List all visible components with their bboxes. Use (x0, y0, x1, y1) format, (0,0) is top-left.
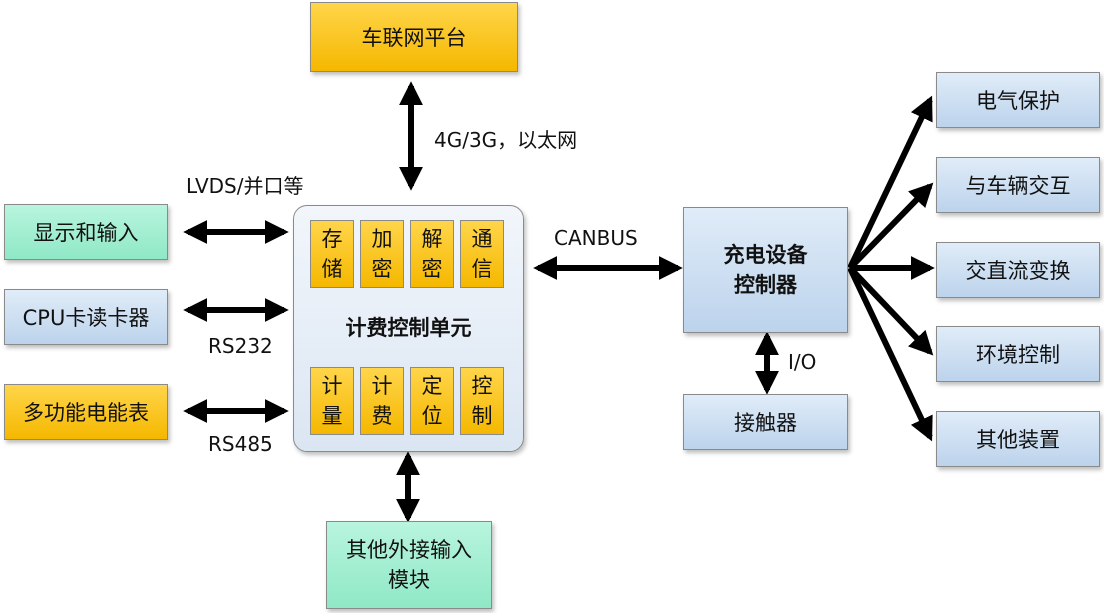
lvds-label: LVDS/并口等 (186, 174, 304, 198)
vehicle-interaction-box: 与车辆交互 (936, 157, 1100, 213)
ac-dc-conversion-label: 交直流变换 (965, 259, 1071, 283)
telematics-platform-box: 车联网平台 (310, 2, 518, 72)
other-input-module-box: 其他外接输入 模块 (326, 521, 492, 609)
contactor-box: 接触器 (683, 394, 848, 450)
arrow-env-ctrl (847, 265, 934, 356)
module-billing: 计费 (360, 367, 404, 435)
module-storage: 存储 (310, 220, 354, 288)
rs485-label: RS485 (208, 432, 273, 456)
telematics-platform-label: 车联网平台 (361, 26, 467, 50)
module-positioning: 定位 (410, 367, 454, 435)
other-devices-label: 其他装置 (976, 428, 1060, 452)
arrow-elec-protect (847, 95, 933, 270)
vehicle-interaction-label: 与车辆交互 (965, 174, 1071, 198)
electrical-protection-box: 电气保护 (936, 72, 1100, 128)
arrow-vehicle-interact (847, 182, 934, 271)
electrical-protection-label: 电气保护 (976, 89, 1060, 113)
module-decrypt: 解密 (410, 220, 454, 288)
cpu-card-reader-box: CPU卡读卡器 (4, 289, 168, 345)
ac-dc-conversion-box: 交直流变换 (936, 242, 1100, 298)
billing-control-unit-box: 存储 加密 解密 通信 计费控制单元 计量 计费 定位 控制 (293, 205, 524, 452)
arrow-other-device (847, 266, 933, 442)
module-communication: 通信 (460, 220, 504, 288)
other-input-module-label-line2: 模块 (388, 568, 430, 592)
charger-controller-label-line1: 充电设备 (723, 243, 808, 267)
module-encrypt: 加密 (360, 220, 404, 288)
contactor-label: 接触器 (734, 411, 797, 435)
charger-controller-label-line2: 控制器 (734, 273, 797, 297)
other-input-module-label-line1: 其他外接输入 (346, 538, 472, 562)
display-input-label: 显示和输入 (33, 221, 139, 245)
canbus-label: CANBUS (554, 226, 638, 250)
module-metering: 计量 (310, 367, 354, 435)
energy-meter-label: 多功能电能表 (23, 401, 149, 425)
io-label: I/O (788, 350, 817, 374)
environment-control-box: 环境控制 (936, 326, 1100, 382)
cpu-card-reader-label: CPU卡读卡器 (22, 306, 150, 330)
charger-controller-box: 充电设备 控制器 (683, 207, 848, 333)
module-control: 控制 (460, 367, 504, 435)
billing-control-unit-label: 计费控制单元 (345, 316, 472, 340)
display-input-box: 显示和输入 (4, 204, 168, 260)
environment-control-label: 环境控制 (976, 343, 1060, 367)
rs232-label: RS232 (208, 334, 273, 358)
other-devices-box: 其他装置 (936, 411, 1100, 467)
energy-meter-box: 多功能电能表 (4, 384, 168, 440)
comm-4g-label: 4G/3G，以太网 (434, 128, 578, 152)
